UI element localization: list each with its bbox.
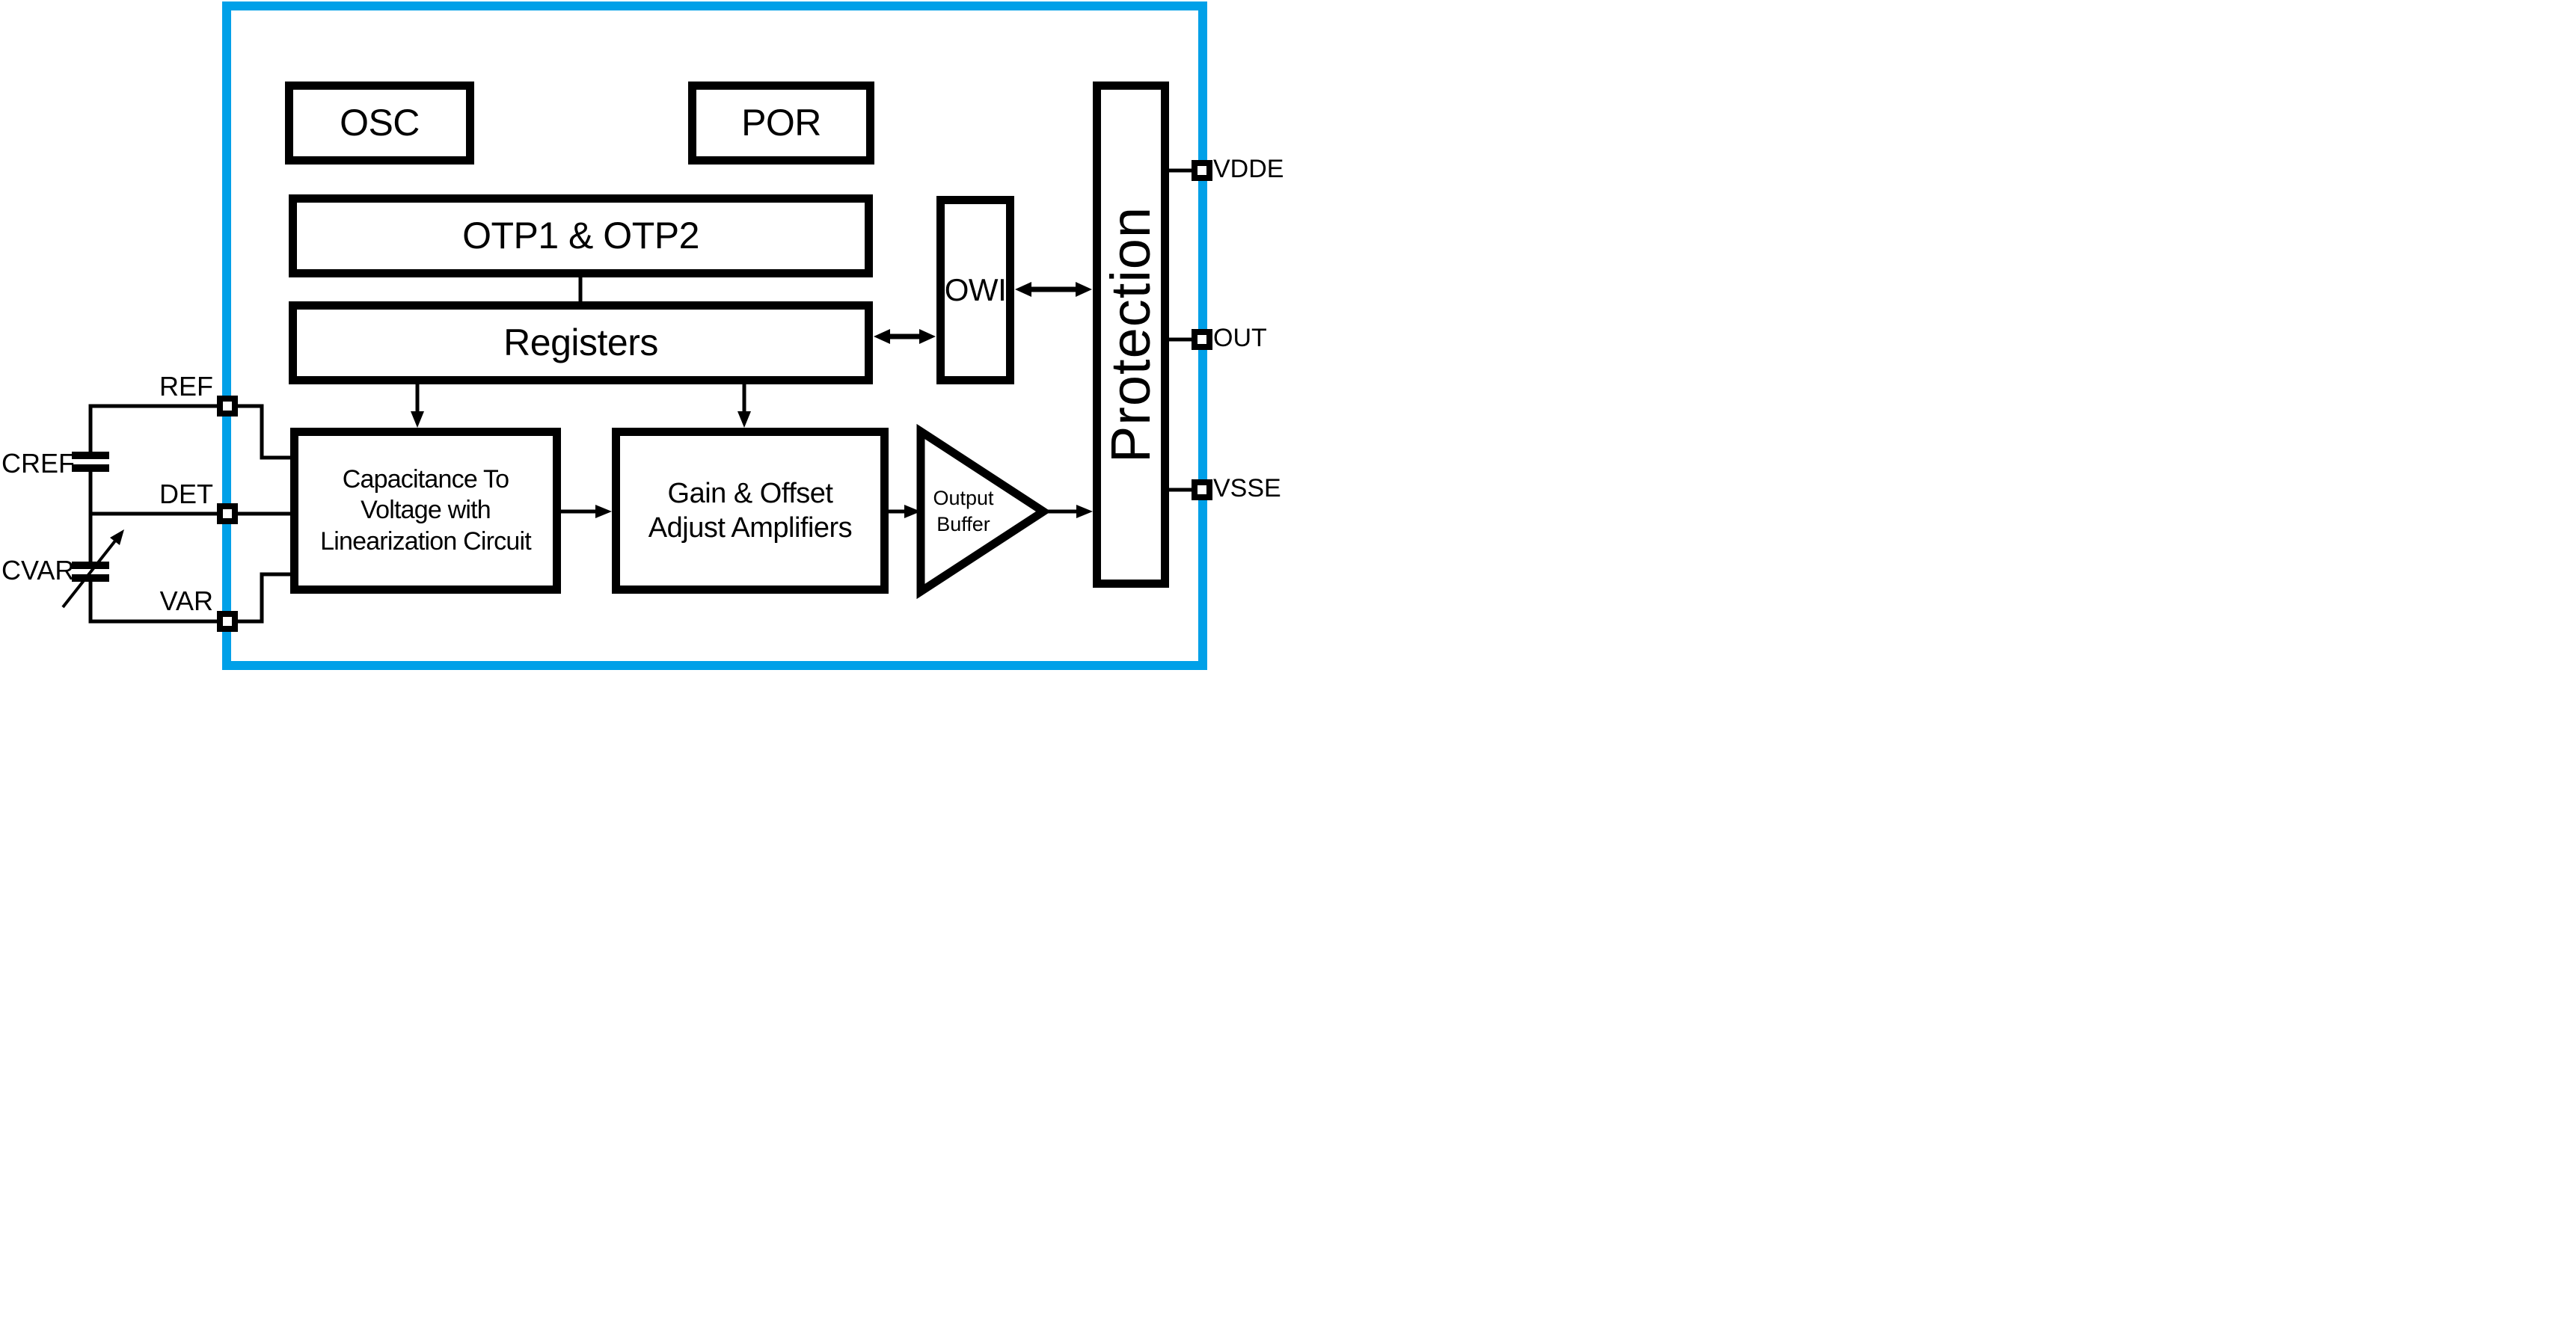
det-pin-core — [223, 509, 232, 518]
var-pin-pad — [217, 611, 238, 632]
vsse-pin-pad — [1192, 479, 1212, 500]
block-registers-label: Registers — [503, 322, 658, 363]
block-protection: Protection — [1093, 82, 1169, 588]
ref-pin-label: REF — [159, 371, 213, 402]
cvar-variable-arrow — [61, 529, 124, 609]
block-osc: OSC — [285, 82, 474, 165]
arrow-registers-owi-bidir — [874, 329, 936, 344]
block-owi: OWI — [936, 196, 1014, 384]
arrow-owi-protection-bidir — [1015, 282, 1092, 297]
out-pin-label: OUT — [1213, 324, 1267, 352]
wire-ref-internal — [227, 404, 293, 460]
ic-block-diagram: OSC POR OTP1 & OTP2 Registers OWI Protec… — [0, 0, 1288, 670]
arrow-c2v-to-gain — [559, 505, 612, 518]
det-pin-pad — [217, 503, 238, 524]
out-pin-core — [1197, 335, 1206, 344]
cvar-label: CVAR — [1, 555, 75, 586]
det-pin-label: DET — [159, 479, 213, 509]
block-osc-label: OSC — [340, 102, 420, 144]
var-pin-label: VAR — [159, 586, 213, 616]
ref-pin-core — [223, 402, 232, 411]
block-gain-offset-label: Gain & Offset Adjust Amplifiers — [648, 477, 853, 544]
arrow-registers-to-c2v — [411, 383, 424, 428]
wire-var-external — [88, 580, 227, 624]
vdde-pin-core — [1197, 166, 1206, 175]
var-pin-core — [223, 617, 232, 626]
block-owi-label: OWI — [944, 272, 1007, 308]
cvar-capacitor — [72, 562, 109, 582]
block-capacitance-to-voltage: Capacitance To Voltage with Linearizatio… — [290, 428, 561, 594]
block-otp: OTP1 & OTP2 — [289, 194, 873, 277]
block-c2v-label: Capacitance To Voltage with Linearizatio… — [320, 464, 532, 556]
ref-pin-pad — [217, 396, 238, 417]
vsse-pin-core — [1197, 485, 1206, 494]
wire-ref-external — [88, 404, 227, 453]
vsse-pin-label: VSSE — [1213, 474, 1281, 502]
cref-label: CREF — [1, 448, 75, 479]
cref-capacitor — [72, 452, 109, 472]
vdde-pin-pad — [1192, 160, 1212, 181]
wiring-layer — [61, 168, 1194, 624]
output-buffer-label: Output Buffer — [933, 487, 994, 536]
block-por-label: POR — [741, 102, 821, 144]
block-gain-offset: Gain & Offset Adjust Amplifiers — [612, 428, 889, 594]
arrow-registers-to-gain — [737, 383, 751, 428]
arrow-gain-to-buffer — [887, 505, 921, 518]
output-buffer-triangle — [916, 423, 1052, 600]
vdde-pin-label: VDDE — [1213, 155, 1284, 183]
block-por: POR — [688, 82, 874, 165]
block-registers: Registers — [289, 301, 873, 384]
block-otp-label: OTP1 & OTP2 — [462, 215, 699, 256]
block-protection-label: Protection — [1100, 206, 1162, 464]
out-pin-pad — [1192, 329, 1212, 350]
wire-var-internal — [227, 572, 293, 624]
